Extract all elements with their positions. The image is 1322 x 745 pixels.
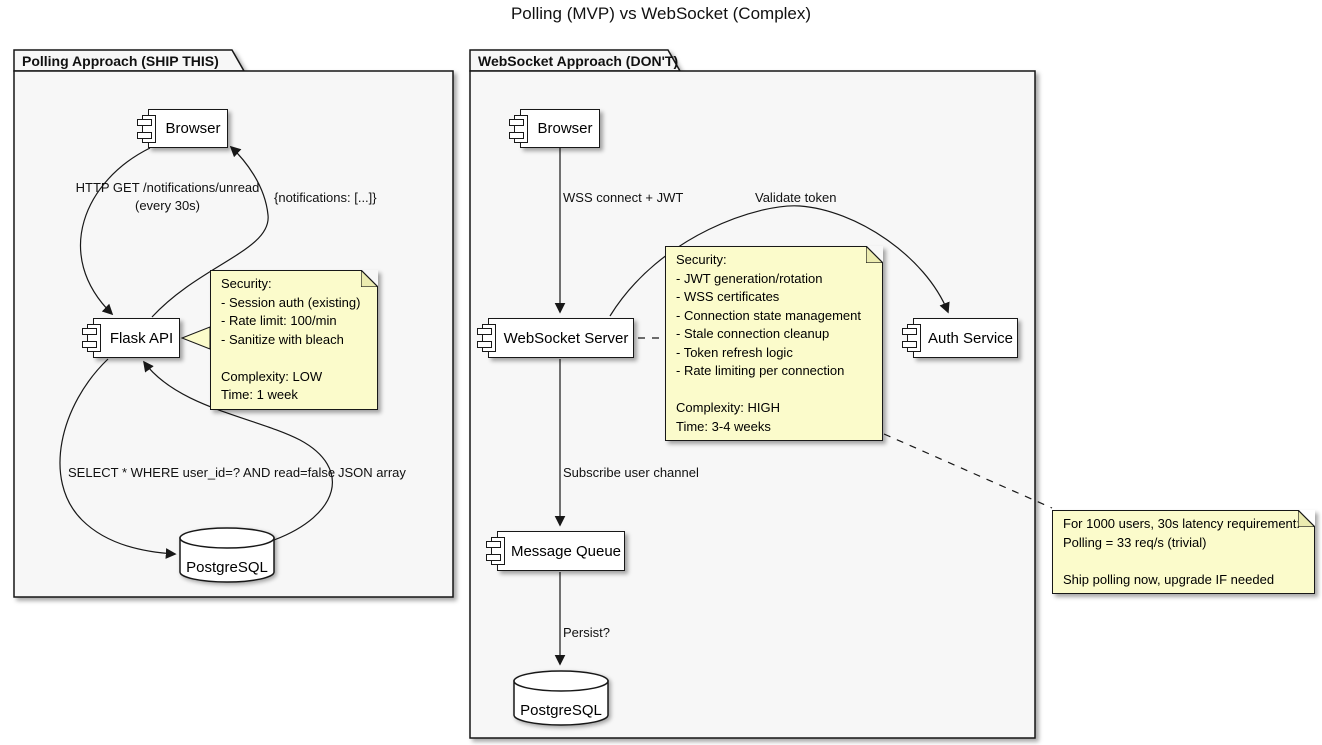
edge-label-wss-connect: WSS connect + JWT — [563, 190, 684, 205]
edge-label-select-query: SELECT * WHERE user_id=? AND read=false — [68, 465, 336, 480]
component-icon — [486, 537, 505, 565]
note-line: Time: 1 week — [221, 387, 298, 402]
component-icon — [509, 114, 528, 143]
edge-label-validate-token: Validate token — [755, 190, 837, 205]
component-label: Browser — [537, 120, 593, 137]
database-label: PostgreSQL — [186, 559, 268, 576]
note-line: - Rate limiting per connection — [676, 363, 845, 378]
note-line: Time: 3-4 weeks — [676, 418, 771, 434]
component-websocket-server: WebSocket Server — [477, 318, 634, 358]
edge-label-http-get: HTTP GET /notifications/unread (every 30… — [60, 179, 275, 215]
note-line: - Token refresh logic — [676, 344, 793, 360]
component-browser-websocket: Browser — [509, 109, 600, 148]
note-line: Polling = 33 req/s (trivial) — [1063, 534, 1207, 550]
database-postgresql-websocket: PostgreSQL — [512, 670, 610, 726]
component-label: Browser — [165, 120, 221, 137]
note-line: Complexity: HIGH — [676, 400, 781, 415]
note-line — [676, 381, 872, 400]
component-label: Auth Service — [927, 329, 1014, 347]
note-fold-icon — [1298, 510, 1315, 527]
component-message-queue: Message Queue — [486, 531, 625, 571]
note-line: - WSS certificates — [676, 289, 780, 304]
edge-postgres-to-flask — [143, 360, 333, 541]
note-line: - Sanitize with bleach — [221, 331, 344, 347]
note-line: Ship polling now, upgrade IF needed — [1063, 571, 1275, 587]
note-fold-icon — [866, 246, 883, 263]
note-line: Security: — [676, 252, 727, 267]
note-line — [221, 349, 367, 368]
edge-label-persist: Persist? — [563, 625, 610, 640]
link-note-to-conclusion — [883, 433, 1053, 509]
package-title-websocket: WebSocket Approach (DON'T) — [478, 53, 679, 69]
edge-browser-to-flask — [79, 147, 151, 316]
note-polling-security: Security: - Session auth (existing) - Ra… — [210, 270, 378, 410]
component-icon — [137, 114, 156, 143]
component-browser-polling: Browser — [137, 109, 228, 148]
edge-flask-to-browser — [151, 145, 269, 318]
note-line: - JWT generation/rotation — [676, 270, 823, 286]
database-cylinder-icon — [179, 527, 275, 583]
note-line: - Stale connection cleanup — [676, 326, 830, 341]
note-line: - Session auth (existing) — [221, 294, 361, 310]
component-label: WebSocket Server — [503, 329, 629, 347]
component-icon — [82, 324, 101, 352]
database-cylinder-icon — [513, 670, 609, 726]
component-label: Flask API — [109, 329, 174, 347]
database-label: PostgreSQL — [520, 702, 602, 719]
note-line: For 1000 users, 30s latency requirement: — [1063, 516, 1301, 531]
component-icon — [902, 324, 921, 352]
component-icon — [477, 324, 496, 352]
edge-label-notifications-response: {notifications: [...]} — [274, 190, 377, 205]
edge-label-line: (every 30s) — [134, 198, 201, 213]
note-websocket-security: Security: - JWT generation/rotation - WS… — [665, 246, 883, 441]
note-line: Complexity: LOW — [221, 368, 323, 384]
edge-label-line: HTTP GET /notifications/unread — [75, 180, 260, 195]
note-fold-icon — [361, 270, 378, 287]
note-line: - Connection state management — [676, 307, 861, 323]
component-auth-service: Auth Service — [902, 318, 1018, 358]
component-flask-api: Flask API — [82, 318, 180, 358]
diagram-title: Polling (MVP) vs WebSocket (Complex) — [510, 4, 812, 23]
component-label: Message Queue — [510, 542, 622, 560]
edge-label-subscribe: Subscribe user channel — [563, 465, 699, 480]
edge-flask-to-postgres — [59, 358, 177, 559]
note-line: - Rate limit: 100/min — [221, 313, 337, 328]
package-title-polling: Polling Approach (SHIP THIS) — [22, 53, 219, 69]
database-postgresql-polling: PostgreSQL — [178, 527, 276, 583]
note-line — [1063, 552, 1304, 571]
note-line: Security: — [221, 276, 272, 291]
note-conclusion: For 1000 users, 30s latency requirement:… — [1052, 510, 1315, 594]
edge-label-json-array: JSON array — [338, 465, 406, 480]
